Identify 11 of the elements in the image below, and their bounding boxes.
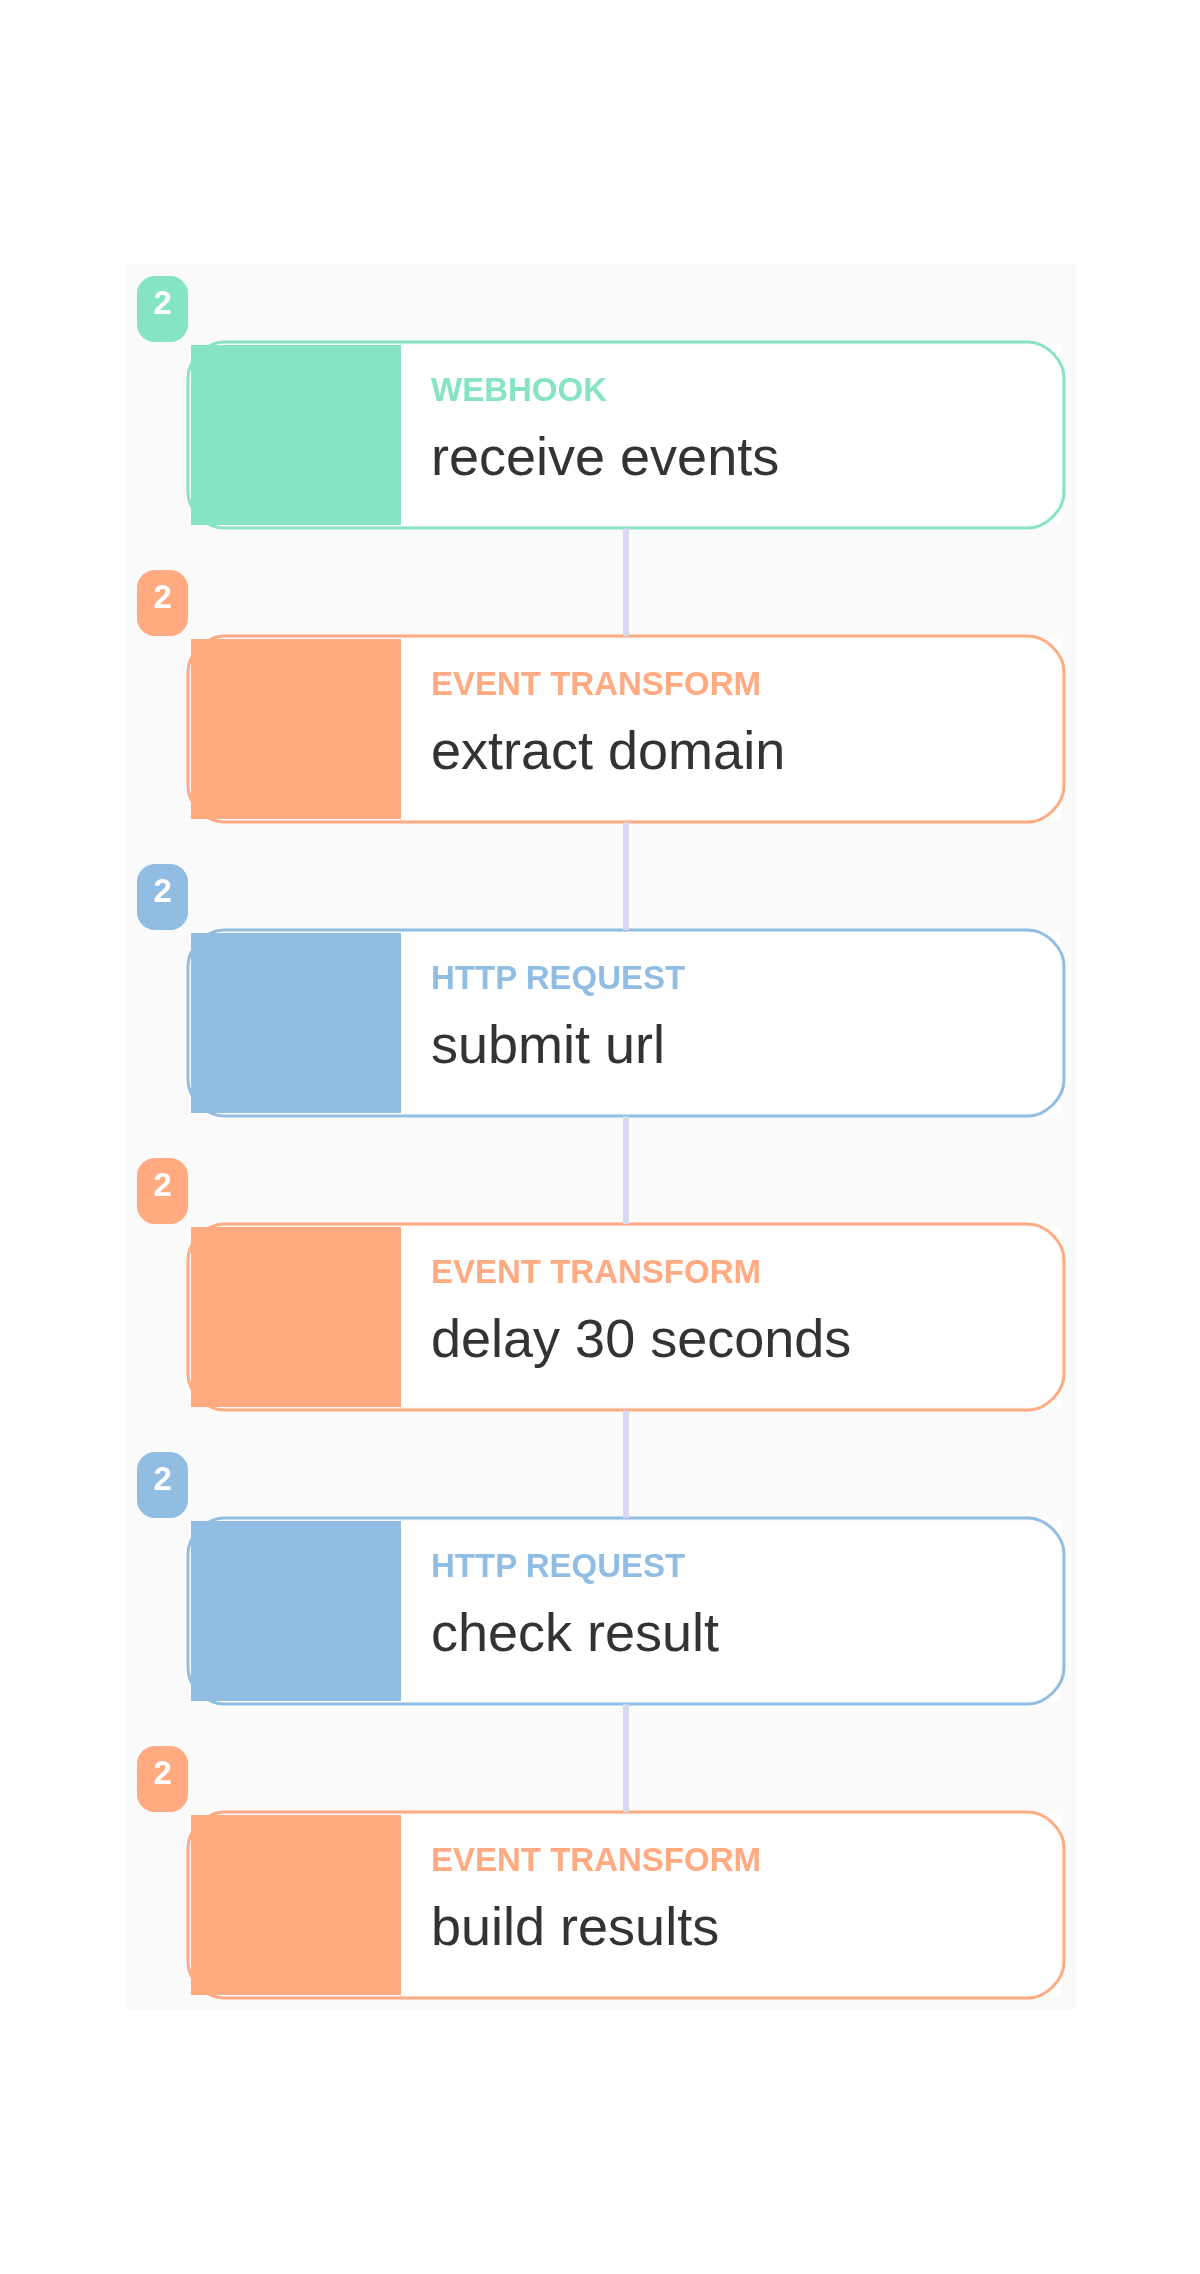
connector	[622, 822, 629, 930]
node-label: 2	[153, 578, 172, 616]
connector	[622, 528, 629, 636]
node-label: 2	[153, 1754, 172, 1792]
node-label: 2	[153, 1166, 172, 1204]
node-label: 2	[153, 1460, 172, 1498]
node-label: 2	[153, 284, 172, 322]
connector	[622, 1704, 629, 1812]
node-label: 2	[153, 872, 172, 910]
connector	[622, 1410, 629, 1518]
connector	[622, 1116, 629, 1224]
